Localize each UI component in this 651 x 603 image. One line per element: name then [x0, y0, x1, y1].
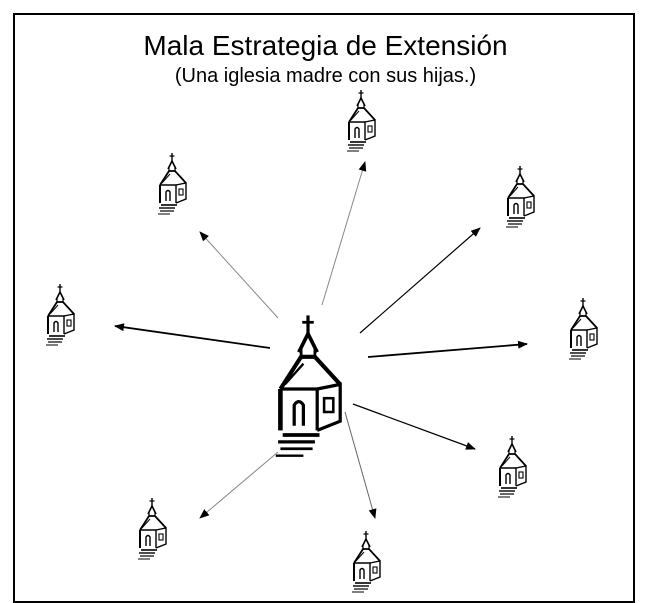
diagram-title: Mala Estrategia de Extensión	[143, 30, 508, 61]
diagram-frame	[13, 13, 635, 603]
diagram-subtitle: (Una iglesia madre con sus hijas.)	[174, 65, 477, 87]
daughter-church-icon-top	[346, 89, 376, 152]
arrow-to-upper-right	[359, 227, 481, 334]
daughter-church-icon-lower-left	[137, 497, 167, 560]
daughter-church-icon-right	[568, 297, 598, 360]
daughter-church-icon-upper-right	[505, 165, 535, 228]
daughter-church-icon-bottom	[351, 530, 381, 593]
arrow-to-upper-left	[199, 231, 279, 319]
daughter-church-icon-left	[45, 283, 75, 346]
daughter-church-icon-upper-left	[157, 152, 187, 215]
arrow-to-right	[367, 340, 528, 358]
daughter-church-icon-lower-right	[497, 435, 527, 498]
arrow-to-lower-right	[352, 403, 476, 450]
mother-church-icon	[276, 315, 340, 455]
arrow-to-top	[321, 161, 367, 306]
arrow-to-lower-left	[199, 451, 279, 519]
arrow-to-left	[114, 323, 271, 349]
arrow-to-bottom	[344, 411, 377, 519]
